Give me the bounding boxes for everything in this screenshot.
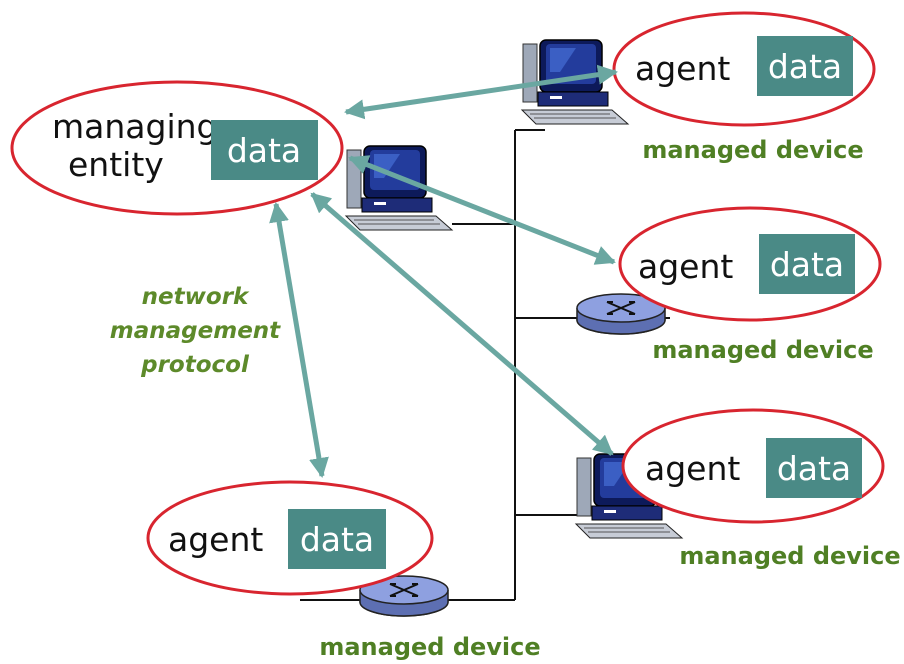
agent-1-label: agent: [635, 49, 730, 88]
protocol-label-line1: network: [142, 284, 250, 310]
agent-1-data-box: [757, 36, 853, 96]
agent-2-label: agent: [638, 247, 733, 286]
managing-entity-label-line2: entity: [68, 145, 164, 184]
agent-4: agent data managed device: [146, 480, 541, 661]
managing-entity: managing entity data: [10, 80, 344, 216]
arrow-to-agent-1: [344, 64, 618, 120]
agent-4-data-box: [288, 509, 386, 569]
agent-1-data-label: data: [768, 47, 842, 86]
agent-3: agent data managed device: [621, 408, 901, 570]
agent-1-device-label: managed device: [642, 136, 863, 164]
agent-2-data-label: data: [770, 245, 844, 284]
agent-1: agent data managed device: [612, 11, 876, 164]
agent-4-device-label: managed device: [319, 633, 540, 661]
managing-entity-ellipse: [10, 80, 344, 216]
protocol-label: network management protocol: [110, 284, 281, 378]
agent-3-device-label: managed device: [679, 542, 900, 570]
managing-host-icon: [345, 145, 453, 231]
agent-4-data-label: data: [300, 520, 374, 559]
managing-entity-data-label: data: [227, 131, 301, 170]
agent-2: agent data managed device: [618, 206, 882, 364]
arrow-to-agent-3: [310, 192, 614, 456]
agent-3-label: agent: [645, 449, 740, 488]
managing-entity-label-line1: managing: [52, 107, 217, 146]
agent-3-data-box: [766, 438, 862, 498]
agent-3-data-label: data: [777, 449, 851, 488]
managing-entity-data-box: [211, 120, 318, 180]
agent-2-device-label: managed device: [652, 336, 873, 364]
protocol-label-line2: management: [110, 318, 281, 344]
protocol-arrows: [269, 64, 618, 478]
agent-4-label: agent: [168, 520, 263, 559]
agent-2-data-box: [759, 234, 855, 294]
arrow-to-agent-4: [269, 202, 329, 478]
protocol-label-line3: protocol: [140, 352, 250, 378]
